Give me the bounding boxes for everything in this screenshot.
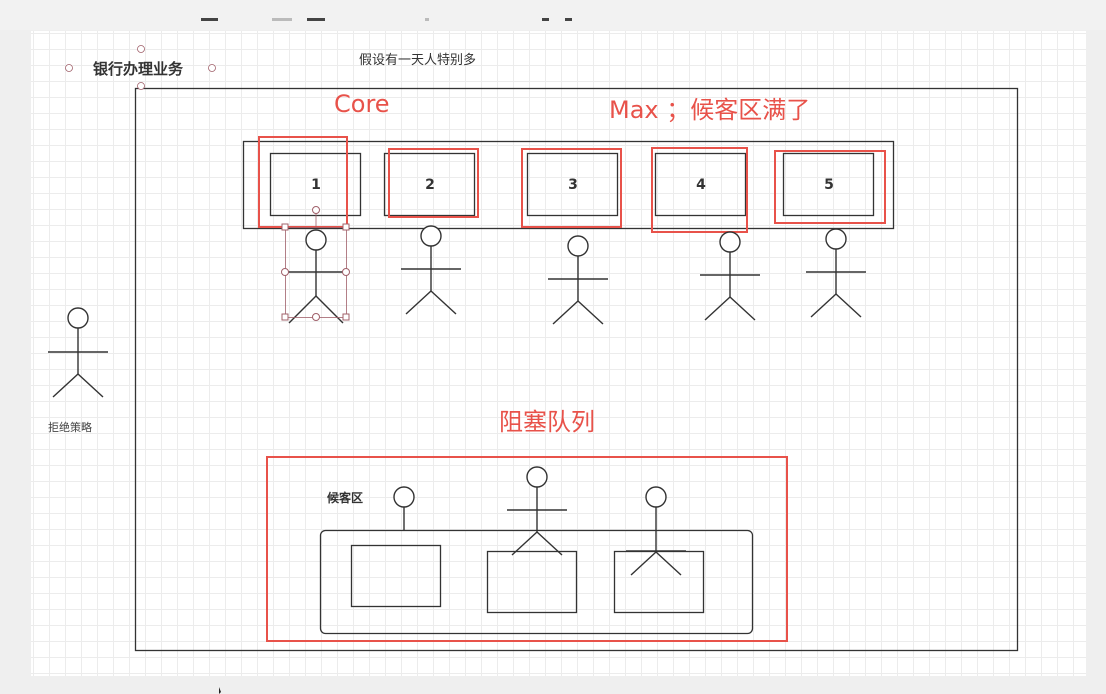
blocking-queue-highlight (266, 456, 788, 642)
highlight-window-2 (388, 148, 479, 218)
stick-figure-waiting-2[interactable] (507, 466, 567, 556)
stick-figure-window-4[interactable] (700, 231, 760, 321)
service-window-2[interactable] (383, 152, 476, 217)
toolbar-button[interactable] (565, 18, 572, 21)
diagram-title[interactable]: 银行办理业务 (93, 60, 184, 78)
toolbar-button[interactable] (307, 18, 325, 21)
blocking-queue-label[interactable]: 阻塞队列 (499, 408, 595, 436)
diagram-subtitle[interactable]: 假设有一天人特别多 (359, 53, 477, 68)
toolbar-button[interactable] (272, 18, 292, 21)
waiting-seat-1[interactable] (350, 544, 442, 608)
diagram-canvas[interactable] (31, 31, 1086, 676)
service-window-3[interactable] (526, 152, 619, 217)
window-number-5: 5 (824, 177, 834, 193)
reject-policy-label[interactable]: 拒绝策略 (48, 421, 92, 434)
window-number-2: 2 (425, 177, 435, 193)
waiting-seat-3[interactable] (613, 550, 705, 614)
stick-figure-window-5[interactable] (806, 228, 866, 318)
window-number-1: 1 (311, 177, 321, 193)
thread-pool-frame[interactable] (134, 87, 1019, 652)
toolbar-button[interactable] (425, 18, 429, 21)
editor-toolbar (0, 0, 1106, 30)
toolbar-button[interactable] (542, 18, 549, 21)
service-window-5[interactable] (782, 152, 875, 217)
selection-handles[interactable] (281, 206, 350, 321)
toolbar-button[interactable] (201, 18, 218, 21)
highlight-window-1 (258, 136, 348, 228)
title-selection-handles (65, 45, 216, 90)
stick-figure-window-3[interactable] (548, 235, 608, 325)
highlight-window-5 (774, 150, 886, 224)
stick-figure-waiting-1[interactable] (393, 486, 415, 530)
stick-figure-window-1[interactable] (286, 229, 346, 324)
waiting-seat-2[interactable] (486, 550, 578, 614)
max-label[interactable]: Max ；候客区满了 (609, 96, 811, 124)
core-label[interactable]: Core (334, 90, 390, 118)
window-number-4: 4 (696, 177, 706, 193)
highlight-window-3 (521, 148, 622, 228)
cursor-icon (219, 687, 221, 694)
waiting-area-label[interactable]: 候客区 (327, 491, 364, 505)
service-window-4[interactable] (654, 152, 747, 217)
service-window-1[interactable] (269, 152, 362, 217)
highlight-window-4 (651, 147, 748, 233)
stick-figure-window-2[interactable] (401, 225, 461, 315)
window-number-3: 3 (568, 177, 578, 193)
stick-figure-waiting-3[interactable] (626, 486, 686, 576)
stick-figure-rejected[interactable] (48, 307, 108, 398)
service-counter[interactable] (242, 140, 895, 230)
